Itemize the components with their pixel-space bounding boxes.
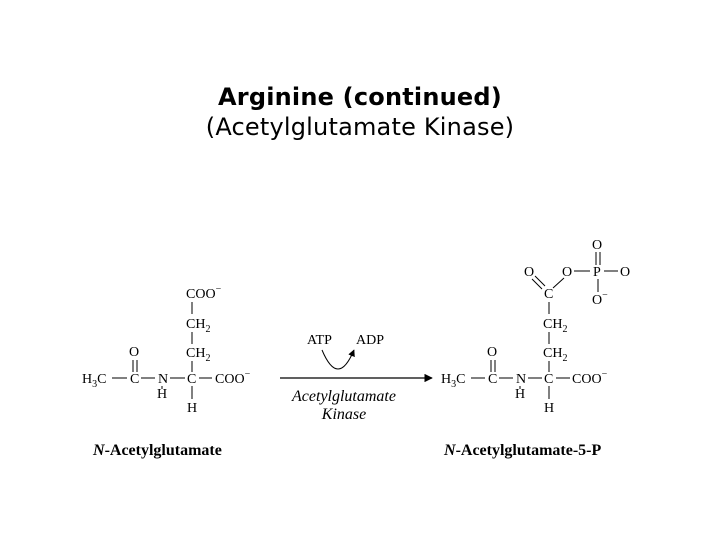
bond xyxy=(531,278,543,290)
substrate-carbonyl-carbon: C xyxy=(130,372,139,387)
substrate-ch2-upper: CH2 xyxy=(186,317,210,335)
cofactor-curved-arrow xyxy=(321,349,355,370)
bond xyxy=(534,275,546,287)
substrate-alpha-hydrogen: H xyxy=(187,401,197,416)
product-phosphate-oxygen-bottom: O− xyxy=(592,290,608,308)
slide-title: Arginine (continued) xyxy=(218,83,502,111)
substrate-alpha-carbon: C xyxy=(187,372,196,387)
substrate-methyl: H3C xyxy=(82,372,106,390)
product-nitrogen: N xyxy=(516,372,526,387)
product-alpha-carbon: C xyxy=(544,372,553,387)
substrate-name: N-Acetylglutamate xyxy=(92,442,222,459)
enzyme-name-line2: Kinase xyxy=(321,406,366,423)
product-carbonyl-oxygen: O xyxy=(487,345,497,360)
reaction-arrow-group: ATP ADP Acetylglutamate Kinase xyxy=(280,333,433,423)
adp-label: ADP xyxy=(356,333,384,348)
product-ch2-lower: CH2 xyxy=(543,346,567,364)
product-name: N-Acetylglutamate-5-P xyxy=(443,442,602,459)
substrate-top-carboxylate: COO− xyxy=(186,284,222,302)
substrate-structure: COO− CH2 CH2 O H3C C N H C H COO− N-Acet… xyxy=(82,284,251,459)
product-carbonyl-oxygen-5: O xyxy=(524,265,534,280)
product-alpha-carboxylate: COO− xyxy=(572,369,608,387)
product-bridge-oxygen: O xyxy=(562,265,572,280)
substrate-nitrogen: N xyxy=(158,372,168,387)
slide-titles: Arginine (continued) (Acetylglutamate Ki… xyxy=(0,82,720,142)
product-ch2-upper: CH2 xyxy=(543,317,567,335)
enzyme-name-line1: Acetylglutamate xyxy=(291,388,396,405)
product-structure: O O O P O O− C CH2 CH2 O H3C C N H xyxy=(441,238,630,459)
product-carbonyl-carbon: C xyxy=(488,372,497,387)
product-phosphorus: P xyxy=(593,265,601,280)
product-phosphate-oxygen-right: O xyxy=(620,265,630,280)
bond xyxy=(552,277,565,289)
substrate-alpha-carboxylate: COO− xyxy=(215,369,251,387)
atp-label: ATP xyxy=(307,333,332,348)
product-nh-hydrogen: H xyxy=(515,387,525,402)
substrate-ch2-lower: CH2 xyxy=(186,346,210,364)
slide-subtitle: (Acetylglutamate Kinase) xyxy=(205,113,515,141)
product-methyl: H3C xyxy=(441,372,465,390)
product-alpha-hydrogen: H xyxy=(544,401,554,416)
substrate-nh-hydrogen: H xyxy=(157,387,167,402)
substrate-carbonyl-oxygen: O xyxy=(129,345,139,360)
product-phosphate-oxygen-top: O xyxy=(592,238,602,253)
product-acyl-carbon: C xyxy=(544,287,553,302)
